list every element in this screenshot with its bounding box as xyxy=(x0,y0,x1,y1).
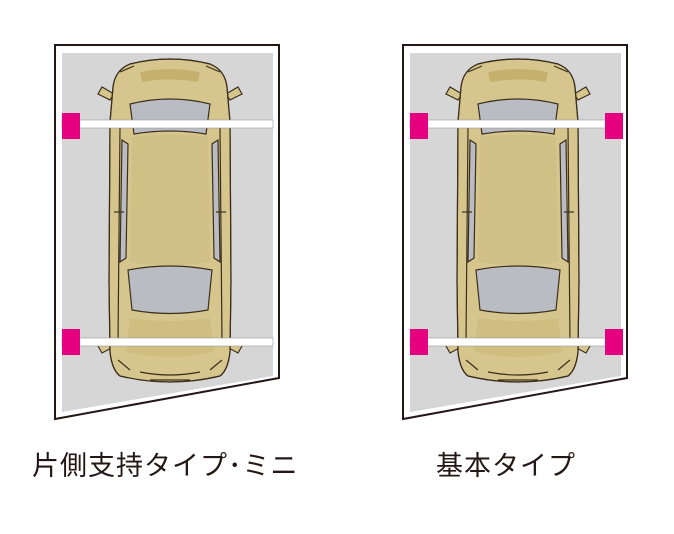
support-post-left-bottom xyxy=(62,329,80,355)
support-post-right-bottom xyxy=(605,329,623,355)
carport-panel-standard xyxy=(402,44,628,421)
roof-beam-rear xyxy=(61,337,274,347)
roof-beam-front xyxy=(409,119,622,129)
caption-standard: 基本タイプ xyxy=(436,451,576,482)
car xyxy=(97,58,243,383)
carport-panel-one-side-support xyxy=(54,44,280,421)
support-post-right-top xyxy=(605,113,623,139)
car xyxy=(445,58,591,383)
roof-beam-rear xyxy=(409,337,622,347)
caption-one-side-support: 片側支持タイプ･ミニ xyxy=(32,451,299,482)
support-post-left-bottom xyxy=(410,329,428,355)
support-post-left-top xyxy=(62,113,80,139)
support-post-left-top xyxy=(410,113,428,139)
roof-beam-front xyxy=(61,119,274,129)
